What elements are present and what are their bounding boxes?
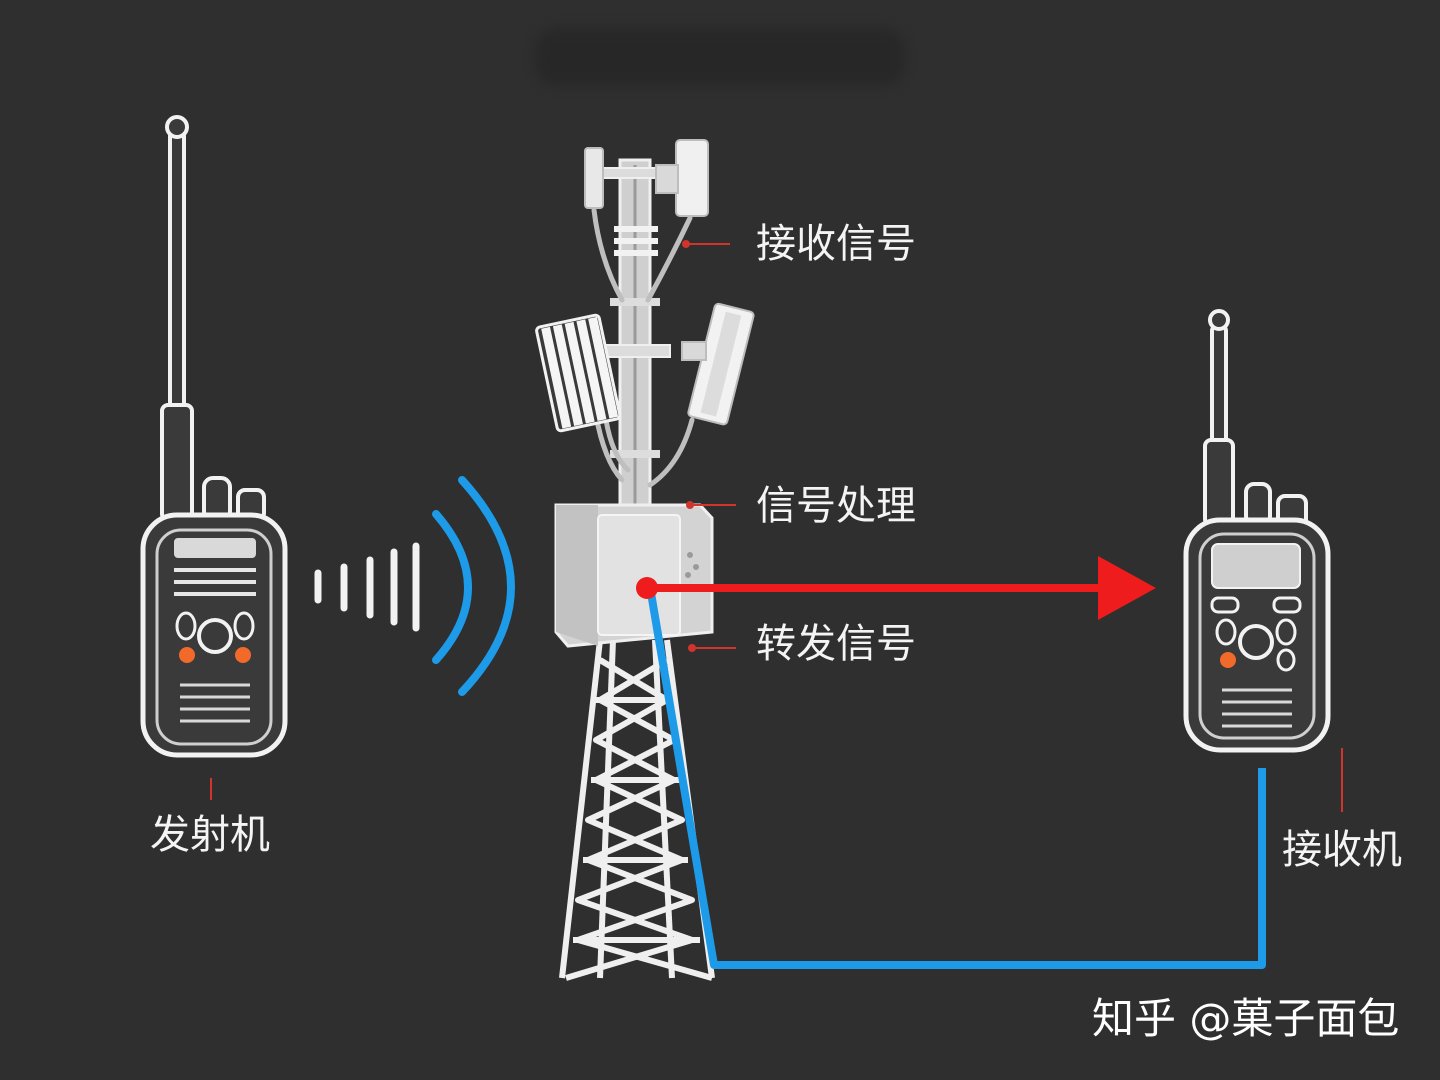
blue-link-line	[646, 586, 1266, 969]
transmitter-radio-icon	[140, 115, 288, 758]
receiver-radio-icon	[1183, 309, 1331, 753]
tower-leader-lines	[682, 240, 736, 652]
blurred-title-placeholder	[535, 28, 905, 86]
forward-signal-label: 转发信号	[756, 621, 916, 667]
transmitter-orange-button	[179, 647, 195, 663]
transmitter-label: 发射机	[150, 812, 270, 858]
radio-wave-icon	[314, 476, 515, 696]
cell-tower-icon	[535, 139, 755, 981]
receive-signal-label: 接收信号	[756, 221, 916, 267]
watermark: 知乎 @菓子面包	[1092, 994, 1400, 1043]
process-signal-label: 信号处理	[756, 483, 916, 529]
transmitter-orange-button	[235, 647, 251, 663]
forward-arrow-icon	[636, 556, 1156, 620]
receiver-label: 接收机	[1282, 827, 1402, 873]
receiver-orange-button	[1220, 652, 1236, 668]
